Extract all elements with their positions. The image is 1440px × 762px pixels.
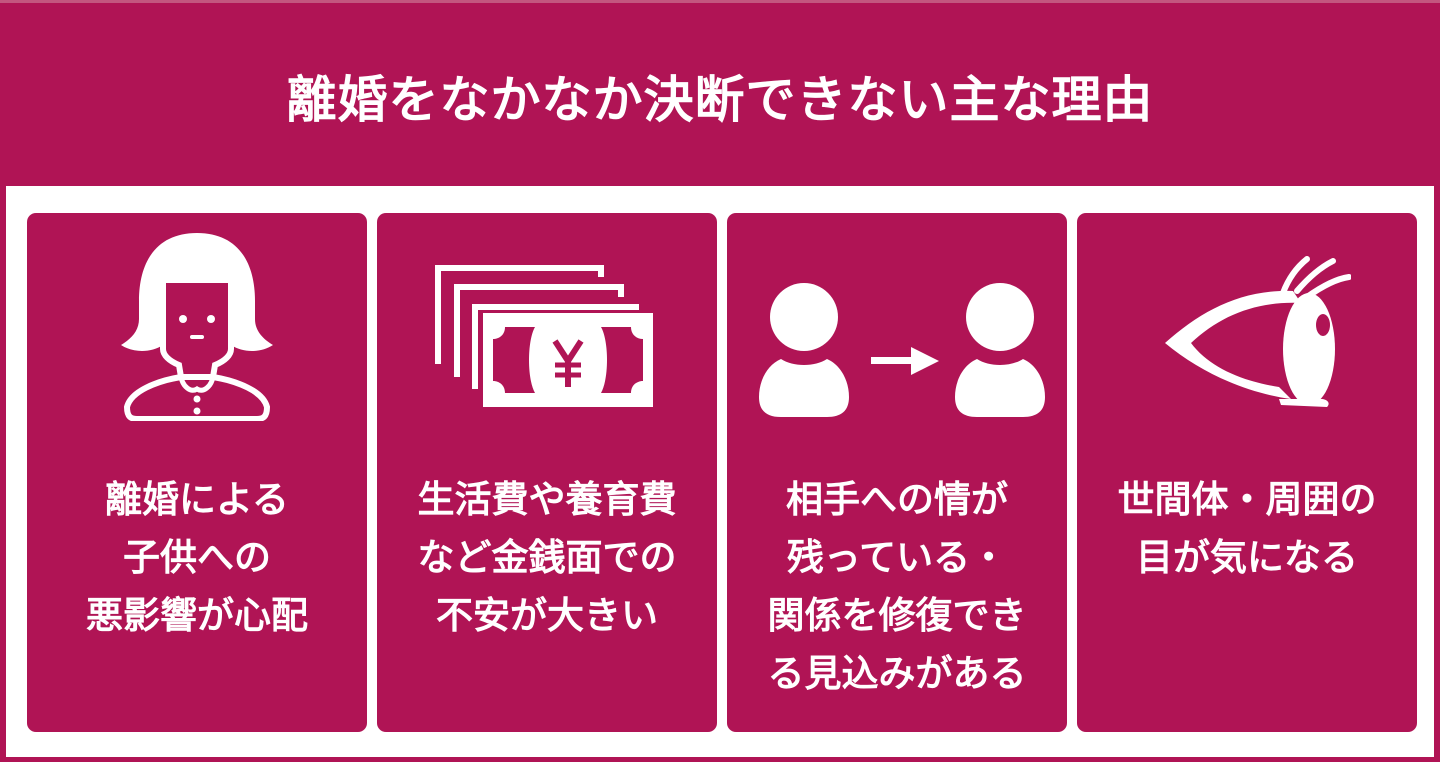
woman-icon xyxy=(27,213,367,443)
eye-icon xyxy=(1077,213,1417,443)
top-border xyxy=(0,0,1440,3)
person-arrow-person-icon xyxy=(727,213,1067,443)
yen-banknotes-icon xyxy=(377,213,717,443)
reason-text: 生活費や養育費 など金銭面での 不安が大きい xyxy=(417,478,677,637)
reason-card-money-anxiety: 生活費や養育費 など金銭面での 不安が大きい xyxy=(377,213,717,732)
reason-text: 相手への情が 残っている・ 関係を修復でき る見込みがある xyxy=(767,478,1027,695)
page-title: 離婚をなかなか決断できない主な理由 xyxy=(286,71,1154,129)
reason-text: 離婚による 子供への 悪影響が心配 xyxy=(86,478,308,637)
reason-card-public-eye: 世間体・周囲の 目が気になる xyxy=(1077,213,1417,732)
reason-card-lingering-feelings: 相手への情が 残っている・ 関係を修復でき る見込みがある xyxy=(727,213,1067,732)
reason-card-child-impact: 離婚による 子供への 悪影響が心配 xyxy=(27,213,367,732)
reason-text: 世間体・周囲の 目が気になる xyxy=(1117,478,1377,579)
